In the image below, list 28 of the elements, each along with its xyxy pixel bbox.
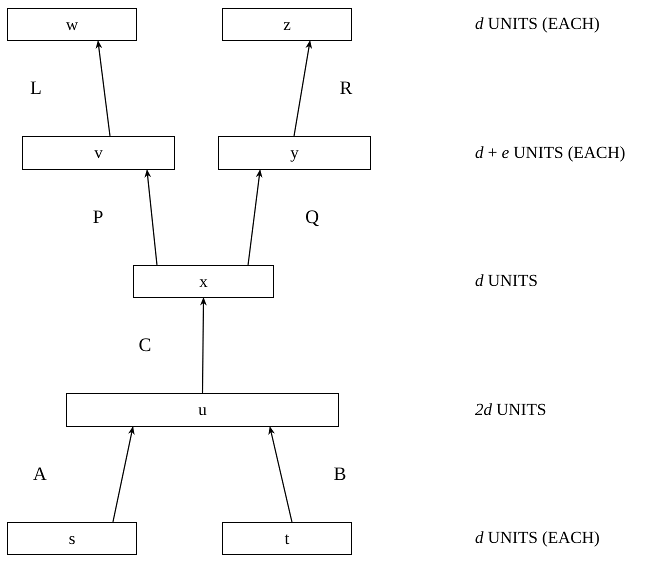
node-label: w [66, 14, 78, 34]
arrow [144, 169, 158, 266]
box [7, 8, 137, 41]
box [22, 136, 175, 170]
annotation-text: d UNITS (EACH) [475, 14, 600, 34]
annotation-text: d + e UNITS (EACH) [475, 143, 626, 163]
annotation-text: d UNITS (EACH) [475, 528, 600, 548]
box [222, 522, 352, 555]
arrow [96, 40, 111, 136]
box [133, 265, 274, 298]
node-label: s [68, 528, 76, 548]
arrow [200, 297, 207, 393]
box [66, 393, 339, 427]
box [7, 522, 137, 555]
node-label: z [283, 14, 291, 34]
arrow [293, 40, 312, 136]
box [222, 8, 352, 41]
box [218, 136, 371, 170]
annotation-text: 2d UNITS [475, 400, 546, 420]
arrow [112, 426, 135, 522]
annotation-text: d UNITS [475, 271, 538, 291]
node-label: t [284, 528, 290, 548]
arrow [268, 426, 293, 522]
node-label: v [94, 143, 103, 163]
node-label: x [199, 272, 208, 292]
arrow [247, 169, 262, 266]
node-label: u [198, 400, 207, 420]
node-label: y [290, 143, 299, 163]
